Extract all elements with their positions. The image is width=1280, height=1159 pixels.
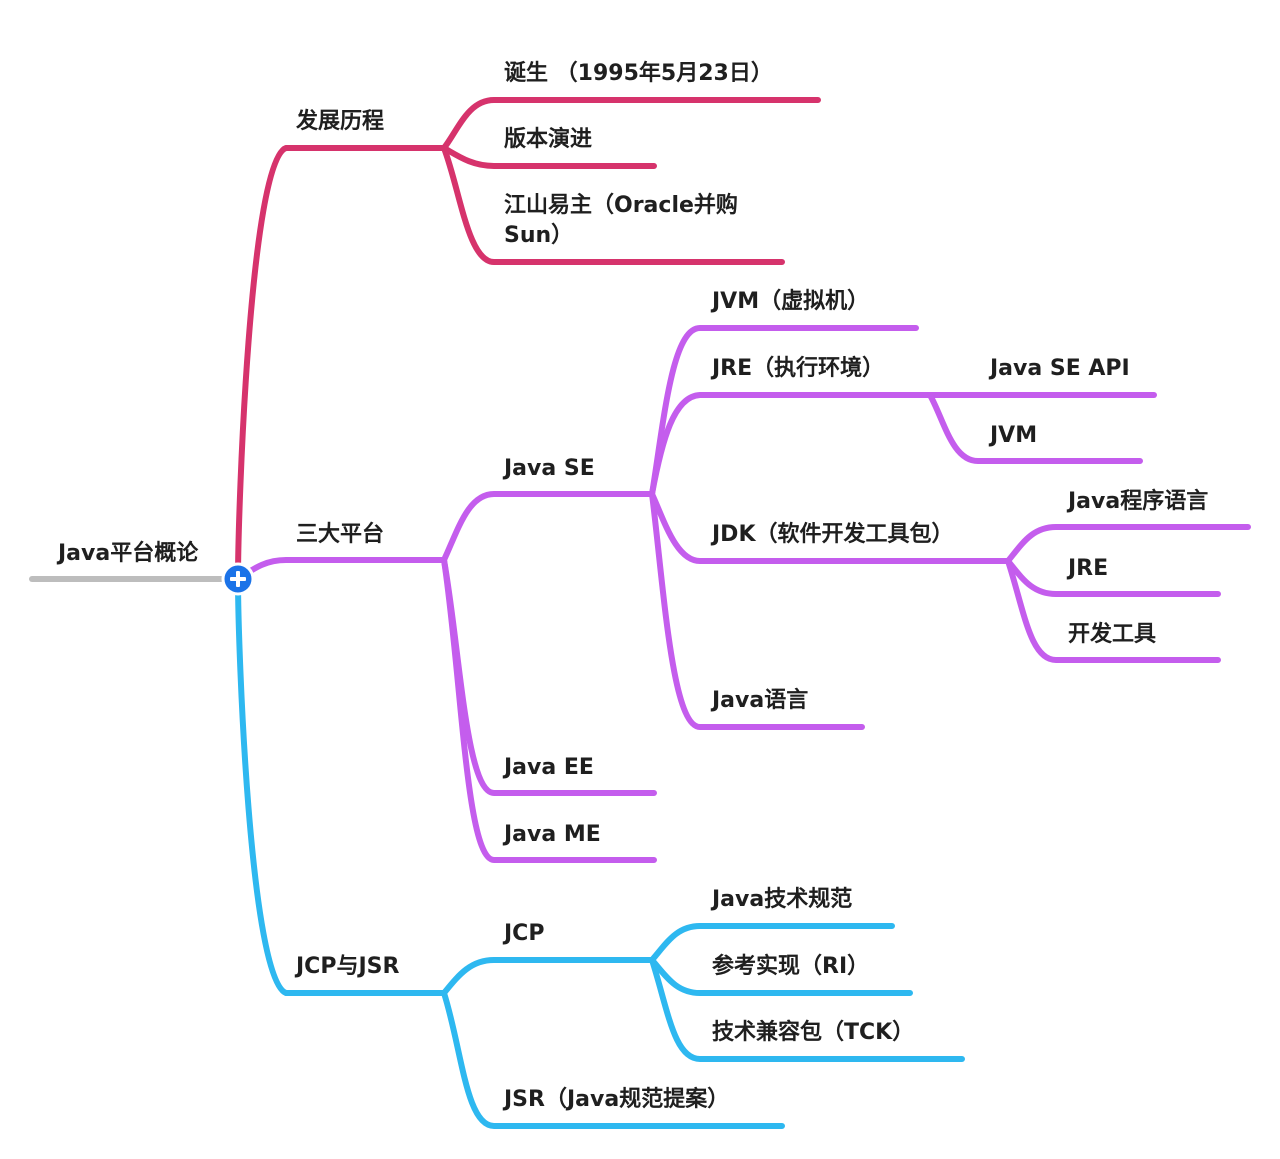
jcp-jsr-label: JCP与JSR	[294, 954, 399, 979]
node-java-program-language[interactable]: Java程序语言	[1066, 488, 1208, 514]
java-se-edge-jvm	[649, 325, 919, 497]
node-jvm-vm[interactable]: JVM（虚拟机）	[710, 288, 869, 314]
history-trunk	[235, 145, 447, 582]
root-node[interactable]: Java平台概论	[29, 540, 241, 582]
collapse-button[interactable]	[221, 562, 255, 596]
history-node-oracle-line1[interactable]: 江山易主（Oracle并购	[504, 192, 738, 218]
node-java-ee[interactable]: Java EE	[502, 755, 594, 780]
branch-history[interactable]: 发展历程 诞生 （1995年5月23日） 版本演进 江山易主（Oracle并购 …	[235, 60, 821, 582]
java-se-edge-language	[649, 491, 865, 730]
branch-platforms[interactable]: 三大平台 Java SE JVM（虚拟机） JRE（执行环境） Java SE …	[235, 288, 1251, 863]
jcp-jsr-edge-jsr	[441, 990, 785, 1129]
node-java-se-api[interactable]: Java SE API	[988, 356, 1130, 381]
node-tech-spec[interactable]: Java技术规范	[710, 887, 852, 912]
history-edge-oracle	[441, 145, 785, 265]
jdk-edge-language	[1005, 524, 1251, 564]
plus-icon	[230, 571, 246, 587]
java-se-edge-jdk	[649, 491, 1011, 564]
jre-edge-jvm	[927, 392, 1143, 464]
history-node-oracle-line2[interactable]: Sun）	[504, 223, 573, 248]
history-node-versions[interactable]: 版本演进	[504, 126, 592, 152]
platforms-edge-java-se	[441, 491, 655, 563]
node-tck[interactable]: 技术兼容包（TCK）	[712, 1019, 914, 1045]
node-jdk[interactable]: JDK（软件开发工具包）	[710, 521, 954, 547]
jcp-jsr-trunk	[235, 576, 447, 996]
node-jre-env[interactable]: JRE（执行环境）	[710, 355, 884, 381]
history-edge-birth	[441, 97, 821, 151]
platforms-edge-java-me	[441, 557, 657, 863]
node-java-me[interactable]: Java ME	[502, 822, 601, 847]
node-java-language[interactable]: Java语言	[710, 687, 808, 713]
jdk-edge-tools	[1005, 558, 1221, 663]
history-edge-versions	[441, 145, 657, 169]
node-jcp[interactable]: JCP	[502, 921, 544, 946]
node-jdk-jre[interactable]: JRE	[1066, 556, 1108, 581]
branch-jcp-jsr[interactable]: JCP与JSR JCP Java技术规范 参考实现（RI） 技术兼容包（TCK）…	[235, 576, 965, 1129]
jdk-edge-jre	[1005, 558, 1221, 597]
platforms-label: 三大平台	[296, 521, 384, 547]
history-node-birth[interactable]: 诞生 （1995年5月23日）	[504, 60, 773, 86]
node-jre-jvm[interactable]: JVM	[988, 423, 1037, 448]
node-jsr[interactable]: JSR（Java规范提案）	[502, 1086, 729, 1112]
history-label: 发展历程	[295, 108, 384, 134]
node-dev-tools[interactable]: 开发工具	[1068, 621, 1156, 647]
jcp-jsr-edge-jcp	[441, 957, 655, 996]
root-label: Java平台概论	[56, 540, 199, 566]
node-java-se[interactable]: Java SE	[502, 456, 595, 481]
java-se-edge-jre	[649, 392, 933, 497]
node-reference-impl[interactable]: 参考实现（RI）	[712, 953, 869, 979]
platforms-trunk	[235, 557, 447, 582]
jcp-edge-tck	[649, 957, 965, 1062]
jcp-edge-spec	[649, 923, 895, 963]
